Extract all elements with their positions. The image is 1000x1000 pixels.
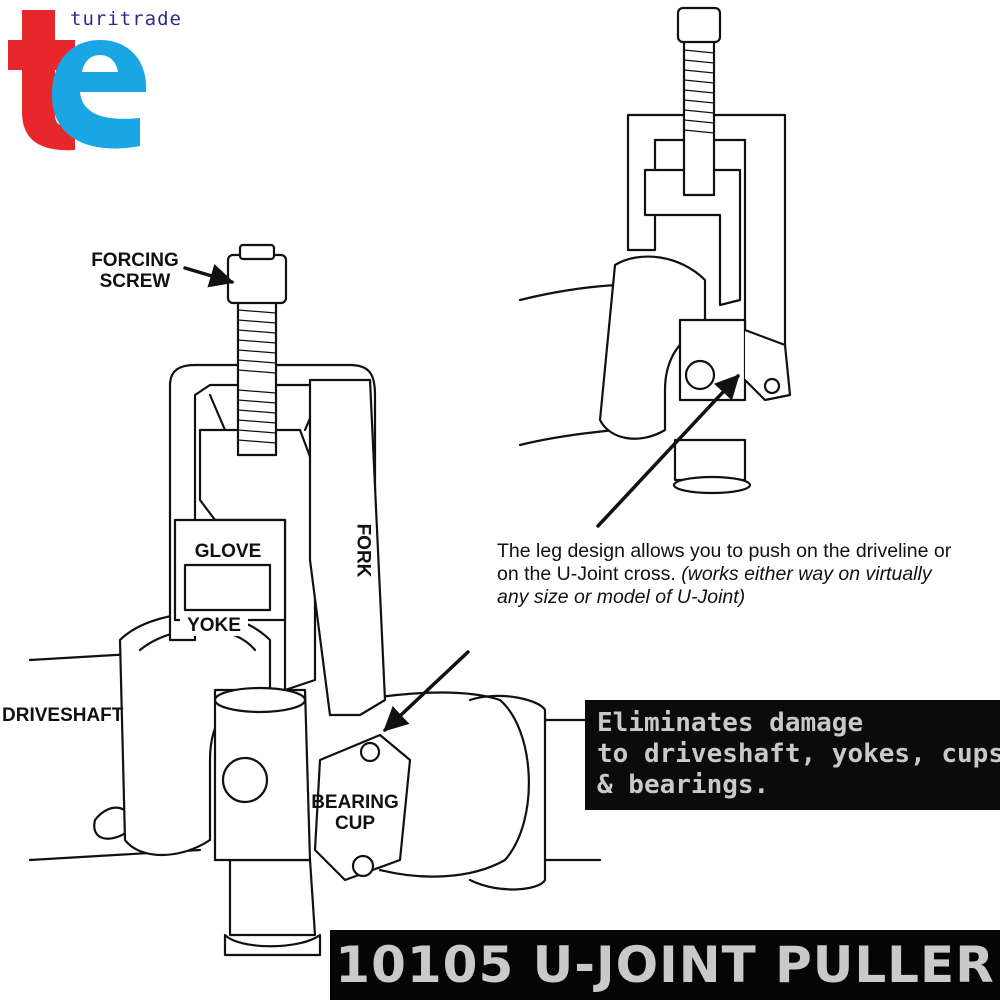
- forcing-screw-label-line2: SCREW: [99, 271, 171, 292]
- yoke-label: YOKE: [180, 615, 248, 636]
- logo-letter-e: [52, 40, 147, 149]
- callout-arrows: [183, 263, 740, 732]
- glove-label: GLOVE: [182, 541, 274, 562]
- logo-letter-t: [8, 10, 75, 151]
- leg-design-description: The leg design allows you to push on the…: [497, 540, 967, 609]
- callout-line-2: to driveshaft, yokes, cups: [597, 739, 1000, 769]
- benefit-callout: Eliminates damage to driveshaft, yokes, …: [585, 700, 1000, 810]
- callout-line-3: & bearings.: [597, 770, 770, 800]
- bearing-cup-label-line1: BEARING: [311, 792, 399, 813]
- forcing-screw-label: FORCING SCREW: [80, 250, 190, 292]
- main-puller-drawing: [28, 243, 602, 957]
- product-title-bar: 10105 U-JOINT PULLER: [330, 930, 1000, 1000]
- product-title: 10105 U-JOINT PULLER: [335, 936, 995, 994]
- driveshaft-label: DRIVESHAFT: [2, 705, 124, 726]
- inset-puller-drawing: [518, 6, 792, 495]
- bearing-cup-label: BEARING CUP: [305, 792, 405, 834]
- description-text: The leg design allows you to push on the…: [497, 540, 952, 585]
- fork-label: FORK: [352, 505, 374, 596]
- forcing-screw-label-line1: FORCING: [91, 250, 179, 271]
- callout-line-1: Eliminates damage: [597, 708, 864, 738]
- bearing-cup-label-line2: CUP: [334, 813, 376, 834]
- description-italic: (works either way on virtually any size …: [497, 563, 932, 608]
- turitrade-logo: [8, 10, 147, 151]
- brand-name: turitrade: [70, 8, 182, 30]
